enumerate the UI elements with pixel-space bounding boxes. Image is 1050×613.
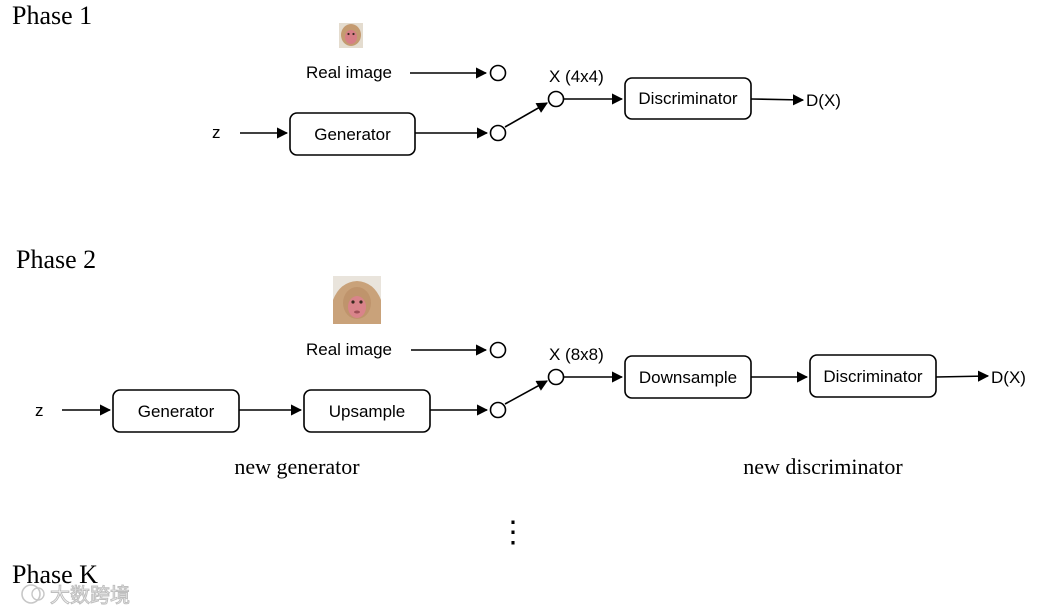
phase2-title: Phase 2 (16, 245, 96, 274)
phase2-downsample-label: Downsample (639, 368, 737, 387)
phase2-generator-box (112, 389, 240, 433)
phase2-x-node (547, 368, 565, 386)
phase2-upsample-label: Upsample (329, 402, 406, 421)
phaseK-title: Phase K (12, 560, 98, 589)
watermark: 大数跨境 (21, 584, 131, 608)
phase1-title: Phase 1 (12, 1, 92, 30)
phase2-out-arrow (935, 370, 990, 382)
phase1-discriminator-box (624, 77, 752, 120)
phase2-upsample-box (303, 389, 431, 433)
phase1-generator-box (289, 112, 416, 156)
phase1-x-node (547, 90, 565, 108)
phase2-discriminator-box (809, 354, 937, 398)
phase2-real-image-label: Real image (306, 340, 392, 359)
phase2-real-image-icon (333, 276, 381, 324)
phase1-z-label: z (212, 123, 221, 142)
new-discriminator-caption: new discriminator (743, 454, 903, 479)
phase2-discriminator-label: Discriminator (823, 367, 923, 386)
phase1-x-label: X (4x4) (549, 67, 604, 86)
phase1-real-image-label: Real image (306, 63, 392, 82)
phase1-output-label: D(X) (806, 91, 841, 110)
new-generator-caption: new generator (234, 454, 360, 479)
phase1-discriminator-label: Discriminator (638, 89, 738, 108)
phase1-real-image-icon (339, 23, 363, 48)
ellipsis: ⋮ (498, 516, 528, 549)
phase2-x-label: X (8x8) (549, 345, 604, 364)
phase2-gen-node (489, 401, 507, 419)
phase1-switch-line (504, 102, 548, 128)
phase1-real-node (489, 64, 507, 82)
phase2-z-label: z (35, 401, 44, 420)
phase2-output-label: D(X) (991, 368, 1026, 387)
watermark-text: 大数跨境 (50, 584, 130, 607)
phase1-gen-node (489, 124, 507, 142)
phase2-switch-line (504, 380, 548, 405)
phase1-generator-label: Generator (314, 125, 391, 144)
phase1-out-arrow (750, 94, 805, 106)
phase2-real-node (489, 341, 507, 359)
watermark-logo-icon (21, 584, 41, 604)
phase2-generator-label: Generator (138, 402, 215, 421)
